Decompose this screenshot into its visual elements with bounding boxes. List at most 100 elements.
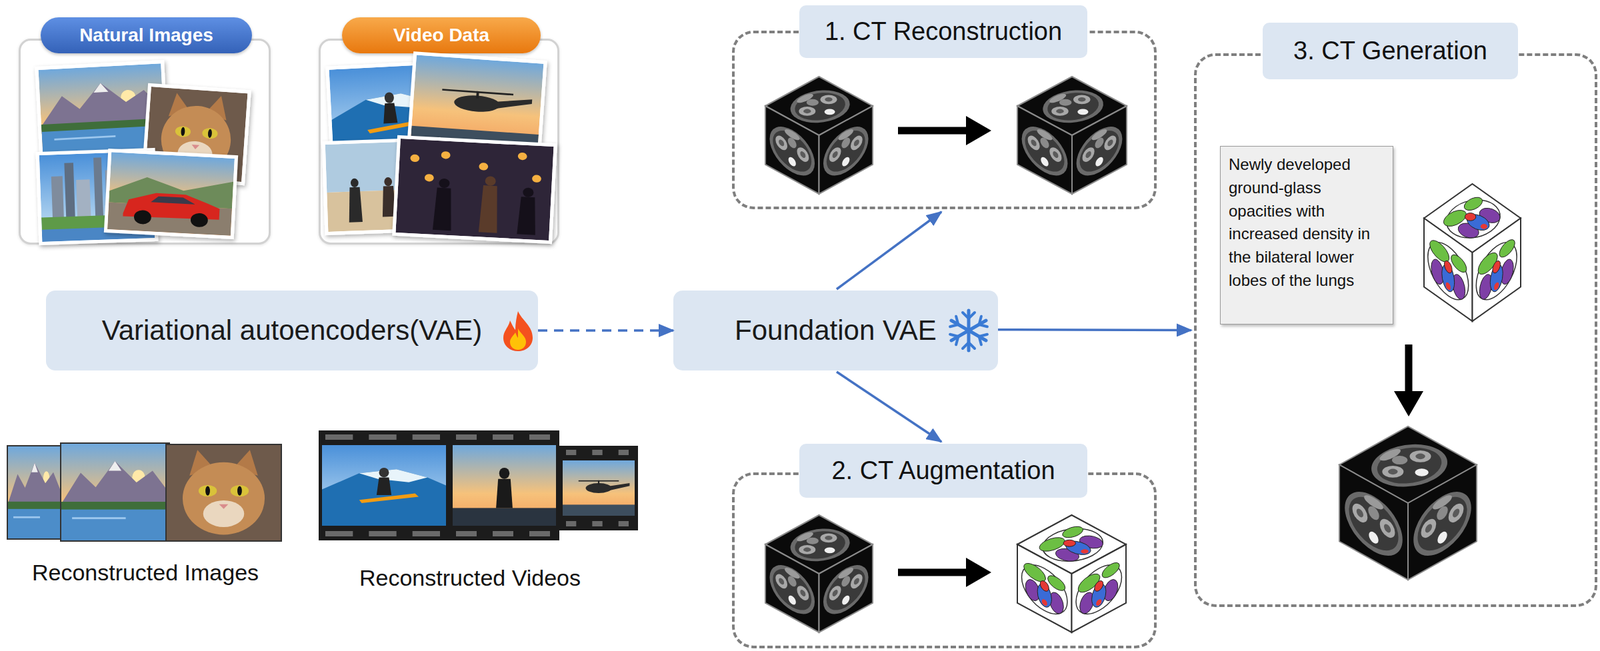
segmentation-cube [1017, 515, 1126, 574]
ct-volume-cube [1339, 465, 1408, 581]
ct-volume-cube [1364, 440, 1455, 492]
segmentation-cube [1017, 515, 1126, 574]
segmentation-cube [1475, 205, 1505, 226]
panel-heading: 1. CT Reconstruction [799, 5, 1088, 58]
ct-volume-cube [826, 562, 866, 618]
ct-volume-cube [1082, 145, 1095, 165]
segmentation-cube [1431, 256, 1444, 288]
segmentation-cube [1500, 256, 1514, 288]
ct-volume-cube [1040, 136, 1049, 150]
ct-volume-cube [765, 106, 820, 194]
segmentation-cube [1442, 260, 1455, 296]
ct-volume-cube [819, 544, 874, 633]
segmentation-cube [1472, 218, 1522, 322]
ct-volume-cube [765, 544, 820, 633]
segmentation-cube [1034, 535, 1070, 554]
segmentation-cube [1024, 560, 1046, 586]
text-prompt-note: Newly developed ground-glass opacities w… [1220, 146, 1394, 325]
segmentation-cube [1424, 218, 1473, 322]
ct-volume-cube [1368, 530, 1378, 546]
ct-volume-cube [1417, 487, 1467, 561]
ct-volume-cube [819, 106, 874, 194]
ct-volume-cube [800, 588, 806, 598]
ct-volume-cube [1095, 155, 1103, 168]
segmentation-cube [1072, 544, 1127, 633]
segmentation-cube [1424, 184, 1521, 322]
process-arrow [1394, 391, 1424, 417]
segmentation-cube [1030, 522, 1116, 569]
photo-thumbnail [322, 469, 446, 526]
segmentation-cube [1424, 218, 1473, 322]
ct-volume-cube [1388, 454, 1411, 466]
ct-volume-cube [1384, 522, 1391, 534]
ct-volume-cube [1352, 500, 1368, 526]
video-frame [368, 531, 396, 537]
segmentation-cube [1079, 548, 1090, 555]
segmentation-cube [1049, 589, 1064, 617]
photo-thumbnail [562, 460, 635, 516]
segmentation-cube [1435, 192, 1511, 246]
photo-thumbnail [452, 445, 556, 526]
photo-thumbnail [108, 461, 122, 472]
video-frame [368, 434, 396, 440]
ct-volume-cube [1086, 150, 1092, 159]
photo-thumbnail [359, 469, 428, 482]
ct-volume-cube [1348, 487, 1398, 561]
photo-thumbnail [562, 460, 635, 516]
ct-volume-cube [784, 526, 856, 565]
segmentation-cube [1490, 260, 1503, 296]
group-heading: Natural Images [40, 17, 252, 54]
segmentation-cube [1462, 211, 1494, 234]
video-frame [492, 434, 514, 440]
photo-thumbnail [203, 500, 245, 528]
segmentation-cube [1017, 515, 1126, 574]
photo-thumbnail [132, 470, 145, 486]
ct-volume-cube [1107, 138, 1113, 148]
video-frame [456, 531, 477, 537]
ct-volume-cube [1056, 98, 1074, 108]
segmentation-cube [1042, 598, 1048, 608]
segmentation-cube [1451, 251, 1467, 276]
ct-volume-cube [1421, 516, 1437, 542]
ct-volume-cube [765, 106, 820, 194]
video-frame [492, 531, 514, 537]
photo-thumbnail [8, 502, 62, 512]
photo-thumbnail [8, 463, 62, 510]
ct-volume-cube [816, 532, 840, 545]
segmentation-cube [1430, 236, 1450, 266]
photo-thumbnail [205, 486, 210, 496]
ct-volume-cube [823, 556, 869, 624]
photo-thumbnail [322, 445, 446, 526]
ct-volume-cube [788, 136, 797, 150]
task-panel: 2. CT Augmentation [732, 472, 1157, 649]
ct-volume-cube [829, 145, 842, 165]
video-group-box: Video Data [318, 38, 560, 245]
ct-volume-cube [829, 584, 842, 604]
photo-thumbnail [359, 494, 419, 504]
ct-volume-cube [1413, 480, 1472, 568]
task-panel: 3. CT GenerationNewly developed ground-g… [1194, 53, 1598, 608]
segmentation-cube [1428, 232, 1469, 310]
ct-volume-cube [816, 93, 840, 106]
segmentation-cube [1092, 580, 1106, 611]
process-arrow [1405, 344, 1413, 393]
photo-thumbnail [13, 516, 40, 519]
segmentation-cube [1048, 572, 1066, 594]
ct-volume-cube [1022, 118, 1068, 185]
ct-volume-cube [854, 138, 860, 148]
video-frame [449, 430, 560, 541]
video-frame [566, 521, 576, 527]
ct-volume-cube [794, 92, 816, 105]
photo-thumbnail [43, 471, 50, 486]
video-frame [529, 434, 550, 440]
photo-thumbnail [232, 450, 258, 476]
ct-volume-cube [1017, 106, 1072, 194]
ct-volume-cube [1339, 426, 1477, 504]
segmentation-cube [1452, 270, 1466, 303]
segmentation-cube [1078, 570, 1100, 597]
photo-thumbnail [72, 517, 126, 520]
photo-thumbnail [578, 480, 619, 482]
photo-thumbnail [61, 510, 169, 541]
photo-thumbnail [8, 446, 62, 539]
ct-volume-cube [1052, 150, 1058, 159]
